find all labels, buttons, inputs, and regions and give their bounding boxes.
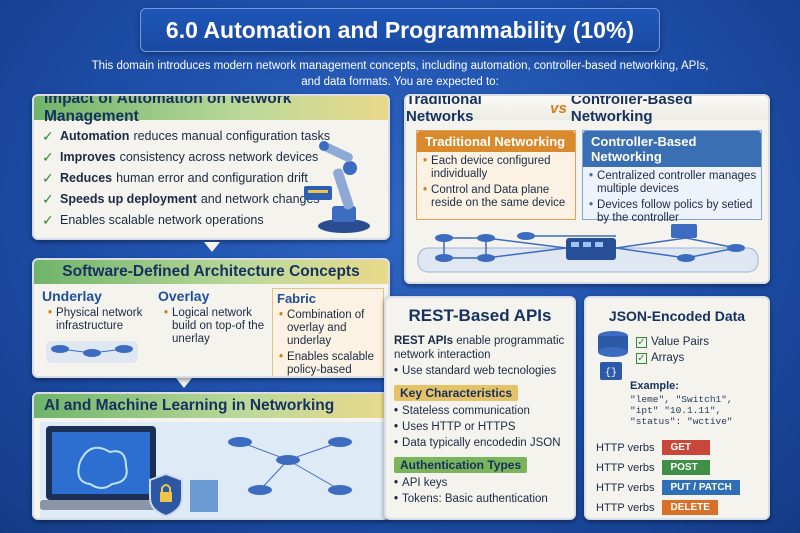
fabric-column: Fabric •Combination of overlay and under… [272, 288, 384, 376]
json-panel: JSON-Encoded Data {} ✓ Value Pairs ✓ Array… [584, 296, 770, 520]
json-panel-title: JSON-Encoded Data [608, 308, 746, 324]
json-example-code: "leme", "Switch1", "ipt" "10.1.11", "sta… [630, 394, 733, 427]
connector-arrow-icon [204, 242, 220, 252]
intro-line-2: and data formats. You are expected to: [301, 76, 499, 88]
auth-item: Tokens: Basic authentication [402, 493, 548, 505]
controller-panel-title: Traditional Networks vs Controller-Based… [406, 96, 768, 125]
intro-text: This domain introduces modern network ma… [60, 58, 740, 90]
json-check-arrays: Arrays [651, 352, 685, 364]
fabric-text-1: Combination of overlay and underlay [287, 309, 365, 347]
controller-bullet-1: Centralized controller manages multiple … [597, 170, 757, 195]
intro-line-1: This domain introduces modern network ma… [91, 60, 709, 72]
sda-panel: Software-Defined Architecture Concepts U… [32, 258, 390, 378]
auth-item: API keys [402, 477, 448, 489]
underlay-column: Underlay •Physical network infrastructur… [42, 288, 152, 372]
checkbox-icon: ✓ [636, 352, 647, 364]
traditional-box: Traditional Networking •Each device conf… [416, 130, 576, 220]
svg-text:{}: {} [605, 367, 617, 379]
fabric-text-2: Enables scalable policy-based [287, 351, 374, 376]
controller-panel: Traditional Networks vs Controller-Based… [404, 94, 770, 284]
ai-panel: AI and Machine Learning in Networking [32, 392, 390, 520]
robot-arm-icon [304, 141, 370, 233]
underlay-label: Underlay [42, 288, 102, 304]
check-icon: ✓ [42, 127, 54, 144]
underlay-network-icon [46, 341, 138, 363]
key-characteristics-label: Key Characteristics [394, 385, 519, 401]
fabric-label: Fabric [277, 291, 317, 306]
checkbox-icon: ✓ [636, 336, 647, 348]
check-icon: ✓ [42, 169, 54, 186]
check-icon: ✓ [42, 211, 54, 228]
underlay-text: Physical network infrastructure [56, 307, 143, 332]
delete-verb-badge: DELETE [662, 500, 718, 515]
put-patch-verb-badge: PUT / PATCH [662, 480, 740, 495]
automation-item: ✓Enables scalable network operations [42, 211, 264, 228]
connector-arrow-icon [176, 378, 192, 388]
traditional-label: Traditional Networking [417, 131, 575, 152]
automation-panel: Impact of Automation on Network Manageme… [32, 94, 390, 240]
get-verb-badge: GET [662, 440, 711, 455]
check-icon: ✓ [42, 148, 54, 165]
post-verb-badge: POST [662, 460, 711, 475]
rest-panel-title: REST-Based APIs [408, 306, 552, 325]
key-item: Uses HTTP or HTTPS [402, 421, 516, 433]
ai-network-illustration-icon [40, 422, 384, 518]
database-icon: {} [598, 331, 628, 380]
rest-intro-bold: REST APIs [394, 335, 454, 347]
sda-panel-title: Software-Defined Architecture Concepts [34, 260, 388, 284]
key-item: Data typically encodedin JSON [402, 437, 561, 449]
check-icon: ✓ [42, 190, 54, 207]
network-diagram-icon [417, 224, 759, 273]
controller-box: Controller-Based Networking •Centralized… [582, 130, 762, 224]
authentication-types-label: Authentication Types [394, 457, 528, 473]
overlay-label: Overlay [158, 288, 210, 304]
json-check-value-pairs: Value Pairs [651, 336, 709, 348]
traditional-bullet-2: Control and Data plane reside on the sam… [431, 184, 566, 209]
rest-bullet-1: Use standard web tecnologies [402, 365, 557, 377]
ai-panel-title: AI and Machine Learning in Networking [34, 394, 388, 418]
json-example-label: Example: [630, 380, 679, 392]
key-item: Stateless communication [402, 405, 530, 417]
overlay-column: Overlay •Logical network build on top-of… [158, 288, 268, 346]
rest-intro-text: enable programmatic network interaction [394, 335, 565, 361]
controller-label: Controller-Based Networking [583, 131, 761, 167]
page-title: 6.0 Automation and Programmability (10%) [140, 8, 660, 52]
controller-bullet-2: Devices follow polics by setied by the c… [597, 199, 753, 224]
automation-panel-title: Impact of Automation on Network Manageme… [34, 96, 388, 125]
rest-panel: REST-Based APIs REST APIs enable program… [384, 296, 576, 520]
overlay-text: Logical network build on top-of the uner… [172, 307, 265, 345]
traditional-bullet-1: Each device configured individually [431, 155, 551, 180]
